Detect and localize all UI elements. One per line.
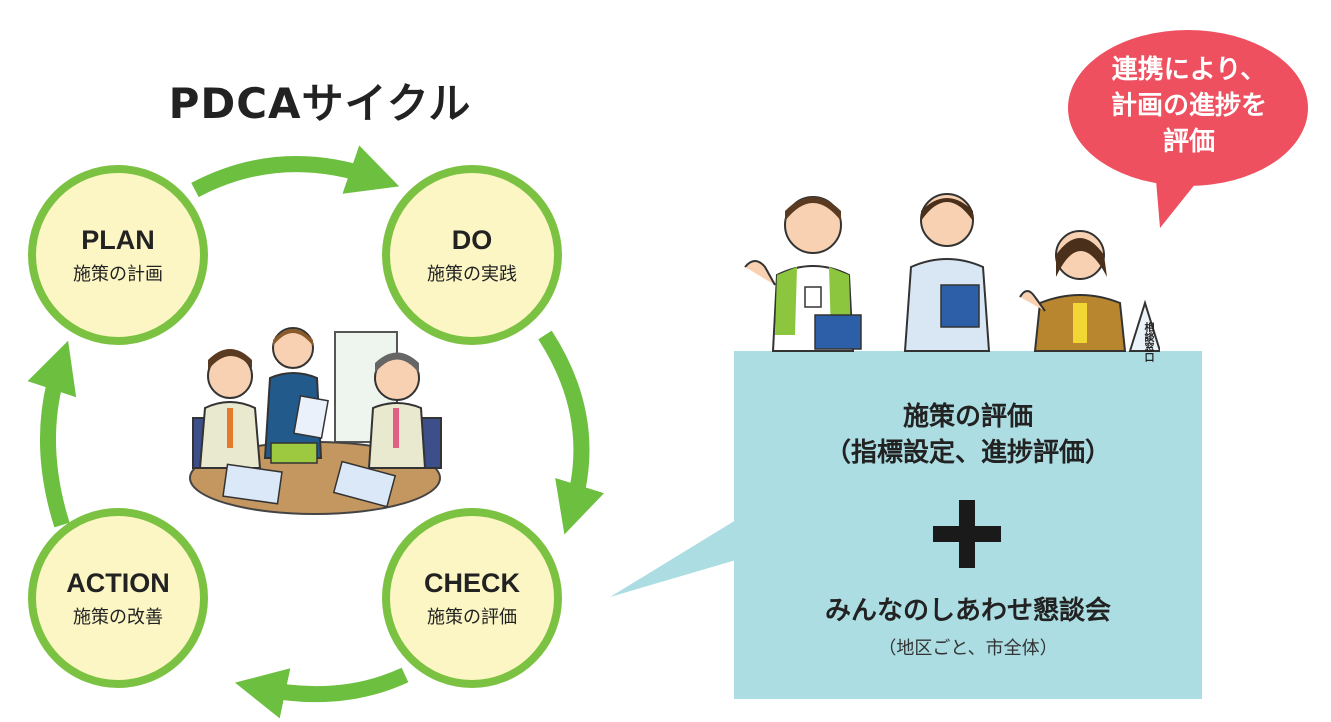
- speech-bubble: [1068, 30, 1308, 228]
- bubble-text: 連携により、 計画の進捗を 評価: [1082, 52, 1296, 160]
- arrow-check-to-action: [234, 667, 409, 719]
- bubble-line-3: 評価: [1162, 127, 1215, 157]
- plan-circle: PLAN 施策の計画: [28, 165, 208, 345]
- arrow-do-to-check: [538, 330, 605, 535]
- diagram-title: PDCAサイクル: [168, 79, 472, 128]
- bubble-line-1: 連携により、: [1111, 55, 1267, 85]
- meeting-note: （地区ごと、市全体）: [878, 638, 1058, 659]
- action-description: 施策の改善: [73, 606, 163, 628]
- arrow-action-to-plan: [27, 340, 77, 528]
- meeting-name: みんなのしあわせ懇談会: [824, 596, 1111, 626]
- bubble-line-2: 計画の進捗を: [1110, 91, 1267, 121]
- plan-description: 施策の計画: [73, 263, 163, 285]
- action-label: ACTION: [66, 567, 170, 598]
- meeting-illustration: [189, 327, 442, 515]
- action-circle: ACTION 施策の改善: [28, 508, 208, 688]
- staff-illustration: [744, 193, 1160, 352]
- plus-icon: [933, 500, 1001, 568]
- do-circle: DO 施策の実践: [382, 165, 562, 345]
- plan-label: PLAN: [81, 224, 155, 255]
- panel-subtitle: （指標設定、進捗評価）: [824, 438, 1111, 468]
- do-label: DO: [451, 224, 493, 255]
- panel-title: 施策の評価: [902, 402, 1033, 432]
- desk-sign-label: 相談窓口: [1142, 322, 1153, 362]
- check-label: CHECK: [423, 567, 520, 598]
- do-description: 施策の実践: [427, 263, 517, 285]
- arrow-plan-to-do: [191, 145, 400, 198]
- check-description: 施策の評価: [427, 606, 517, 628]
- check-circle: CHECK 施策の評価: [382, 508, 562, 688]
